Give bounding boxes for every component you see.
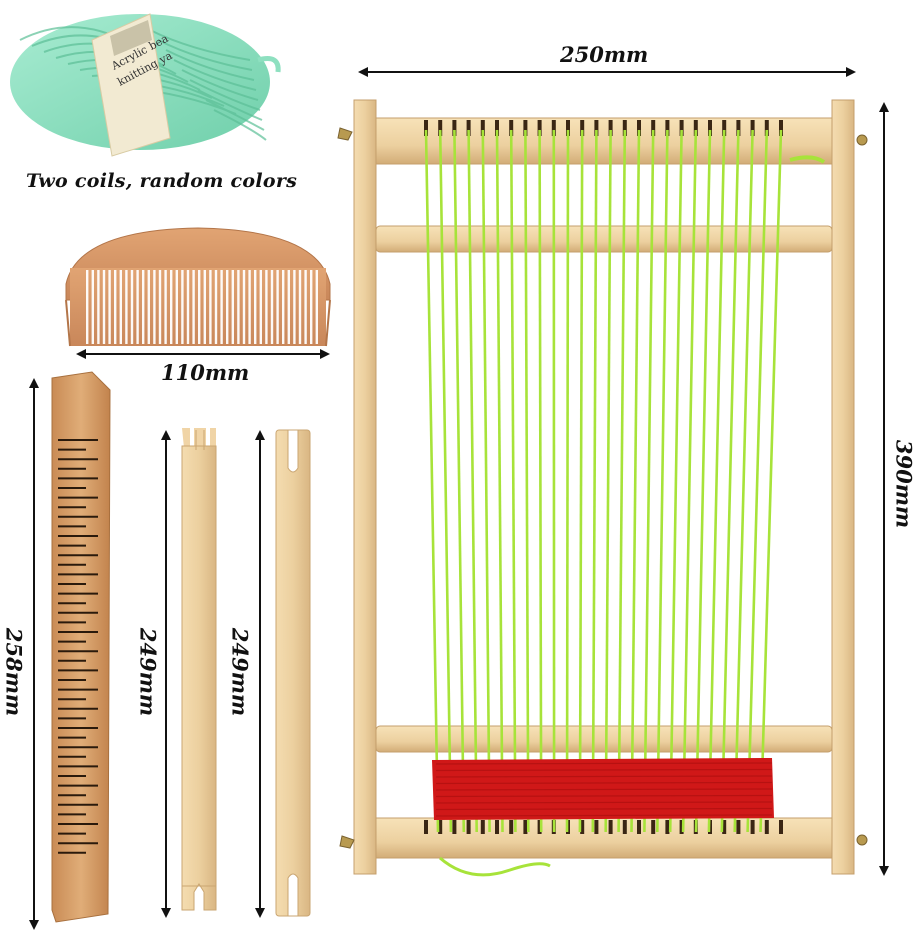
comb-width-arrow [76, 349, 330, 359]
loom-width-label: 250mm [560, 42, 649, 67]
yarn-ball: Acrylic bea knitting ya [10, 13, 281, 157]
beater-length-label: 258mm [1, 627, 27, 717]
weaving-loom [337, 99, 868, 877]
shuttle-1-arrow [161, 430, 171, 918]
wooden-comb [65, 227, 331, 347]
top-notches [424, 120, 783, 136]
beater-stick [51, 371, 111, 923]
yarn-tail [439, 856, 551, 877]
comb-width-label: 110mm [161, 360, 250, 385]
shuttle-2-length-label: 249mm [227, 627, 253, 717]
loom-height-arrow [879, 102, 889, 876]
loom-width-arrow [358, 67, 856, 77]
beater-slots [58, 439, 98, 854]
shuttle-1-length-label: 249mm [135, 627, 161, 717]
loom-height-label: 390mm [891, 439, 917, 529]
shuttle-2 [275, 429, 311, 917]
comb-teeth [86, 270, 318, 344]
warp-threads [424, 129, 783, 833]
shuttle-1 [181, 428, 217, 911]
shuttle-2-arrow [255, 430, 265, 918]
beater-length-arrow [29, 378, 39, 930]
wing-nuts [337, 127, 868, 849]
yarn-caption: Two coils, random colors [26, 170, 298, 192]
